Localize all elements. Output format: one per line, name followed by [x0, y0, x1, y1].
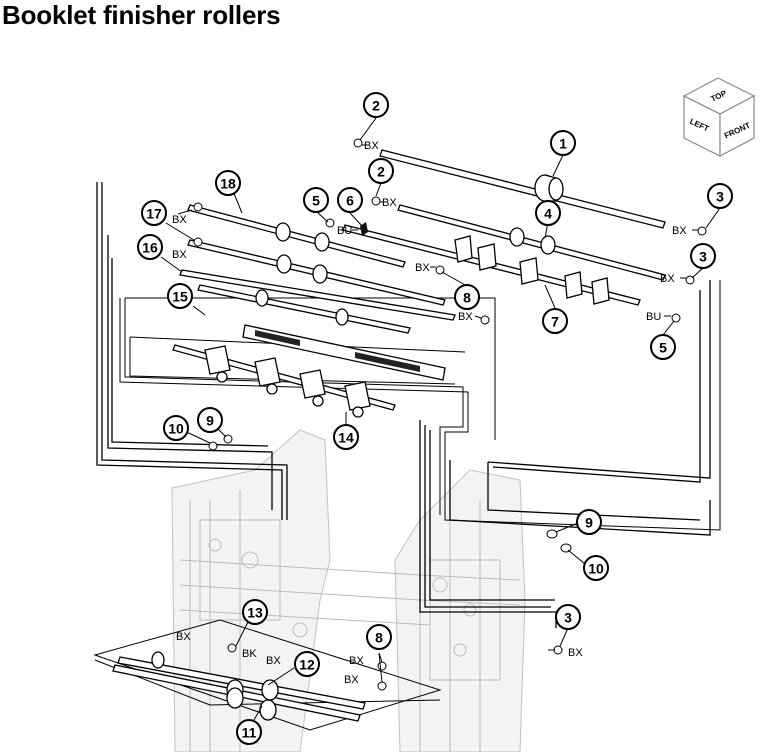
callout-number: 8	[375, 630, 383, 646]
callout-c12: 12	[294, 651, 320, 677]
fastener-label-bx: BX	[568, 647, 583, 659]
fastener-label-bx: BX	[415, 262, 430, 274]
callout-number: 16	[142, 240, 158, 256]
callout-number: 9	[585, 515, 593, 531]
callout-number: 2	[372, 98, 380, 114]
callout-c13: 13	[242, 599, 268, 625]
callout-c3a: 3	[707, 183, 733, 209]
callout-c15: 15	[167, 283, 193, 309]
callout-number: 3	[564, 610, 572, 626]
callout-number: 10	[588, 561, 604, 577]
callout-c5b: 5	[650, 334, 676, 360]
callout-c11: 11	[236, 719, 262, 745]
callout-number: 5	[312, 193, 320, 209]
callout-number: 12	[299, 657, 315, 673]
callout-c4: 4	[535, 200, 561, 226]
fastener-label-bx: BX	[266, 655, 281, 667]
roller-16-assembly	[179, 269, 456, 321]
fastener-leaders	[177, 144, 698, 651]
callout-c10b: 10	[583, 555, 609, 581]
callout-number: 2	[377, 164, 385, 180]
roller-4-assembly	[397, 204, 666, 281]
page-title: Booklet finisher rollers	[2, 0, 281, 30]
hardware-parts	[193, 138, 707, 691]
roller-11-12-assembly	[93, 619, 442, 731]
callout-c16: 16	[137, 234, 163, 260]
callout-c7: 7	[542, 308, 568, 334]
callout-number: 14	[338, 430, 354, 446]
callout-c3b: 3	[690, 243, 716, 269]
callout-number: 1	[559, 136, 567, 152]
callout-c8b: 8	[366, 624, 392, 650]
callout-number: 10	[168, 421, 184, 437]
callout-c14: 14	[333, 424, 359, 450]
fastener-label-bx: BX	[364, 140, 379, 152]
finisher-frame-ghost	[171, 429, 526, 752]
callout-number: 8	[463, 290, 471, 306]
callout-c2a: 2	[363, 92, 389, 118]
callout-number: 18	[220, 176, 236, 192]
fastener-label-bu: BU	[646, 311, 661, 323]
fastener-label-bx: BX	[344, 674, 359, 686]
roller-7-assembly	[342, 224, 641, 306]
callout-c1: 1	[550, 130, 576, 156]
callout-c2b: 2	[368, 158, 394, 184]
fastener-label-bk: BK	[242, 648, 257, 660]
callout-number: 17	[146, 206, 162, 222]
fastener-label-bx: BX	[672, 225, 687, 237]
callout-number: 11	[242, 725, 257, 741]
fastener-label-bx: BX	[172, 249, 187, 261]
callout-c6: 6	[337, 187, 363, 213]
callout-number: 3	[699, 249, 707, 265]
callout-number: 9	[206, 413, 214, 429]
orientation-cube: TOP LEFT FRONT	[682, 77, 756, 157]
fastener-label-bu: BU	[337, 225, 352, 237]
guide-bar	[242, 324, 446, 381]
callout-c17: 17	[141, 200, 167, 226]
fastener-label-bx: BX	[660, 273, 675, 285]
fastener-label-bx: BX	[176, 631, 191, 643]
fastener-label-bx: BX	[172, 214, 187, 226]
roller-17-assembly	[187, 239, 446, 306]
callout-number: 7	[551, 314, 559, 330]
callout-c3c: 3	[555, 604, 581, 630]
callout-number: 3	[716, 189, 724, 205]
fastener-labels: BX BX BX BX BU BU BX BX BX BX BX BX BK B…	[172, 140, 687, 686]
roller-18-assembly	[187, 204, 406, 268]
callout-c5a: 5	[303, 187, 329, 213]
callout-number: 5	[659, 340, 667, 356]
roller-14-assembly	[172, 344, 396, 418]
callout-c8a: 8	[454, 284, 480, 310]
callout-c9a: 9	[197, 407, 223, 433]
fastener-label-bx: BX	[458, 311, 473, 323]
callout-number: 15	[172, 289, 188, 305]
callout-number: 6	[346, 193, 354, 209]
fastener-label-bx: BX	[382, 197, 397, 209]
fastener-label-bx: BX	[349, 655, 364, 667]
callout-number: 4	[544, 206, 552, 222]
callout-c10a: 10	[163, 415, 189, 441]
leader-lines	[160, 117, 721, 721]
callout-c9b: 9	[576, 509, 602, 535]
roller-15-assembly	[197, 284, 411, 334]
callout-c18: 18	[215, 170, 241, 196]
callout-number: 13	[247, 605, 263, 621]
roller-1-assembly	[379, 149, 666, 229]
